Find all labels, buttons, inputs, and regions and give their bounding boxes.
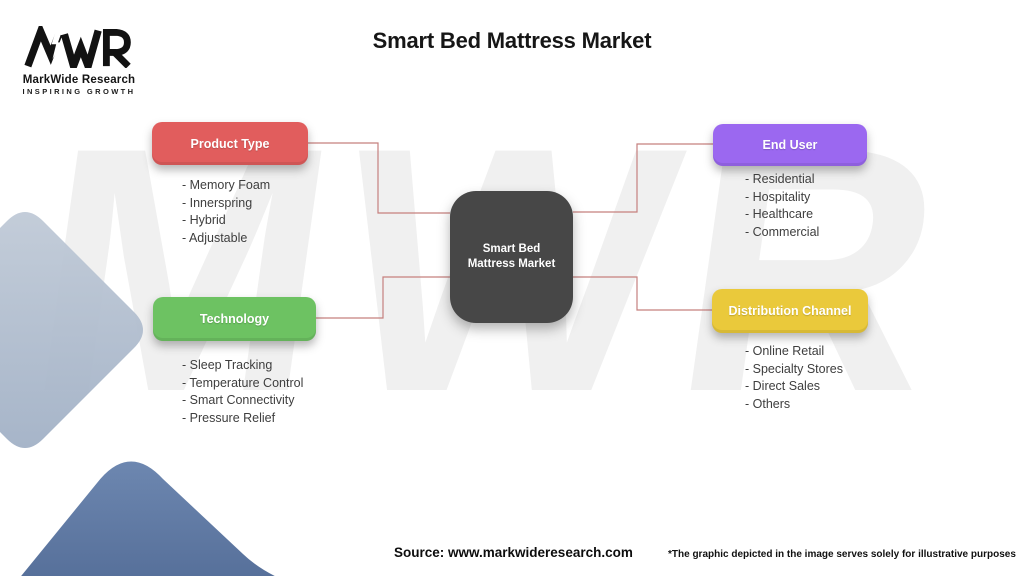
branch-box-product-type: Product Type (152, 122, 308, 165)
list-item: - Residential (745, 172, 815, 186)
center-node: Smart Bed Mattress Market (450, 191, 573, 323)
connector-product-type (308, 142, 450, 214)
mwr-monogram-icon (24, 21, 131, 78)
logo-tagline-text: INSPIRING GROWTH (22, 87, 136, 96)
logo-brand-text: MarkWide Research (22, 74, 136, 86)
list-item: - Temperature Control (182, 375, 304, 390)
branch-label: End User (762, 138, 818, 152)
page-title: Smart Bed Mattress Market (372, 28, 652, 53)
list-item: - Hospitality (745, 189, 811, 204)
list-item: - Pressure Relief (182, 410, 276, 425)
list-item: - Hybrid (182, 213, 226, 227)
list-item: - Healthcare (745, 207, 814, 221)
item-list-product-type: - Memory Foam - Innerspring - Hybrid - Adju… (182, 177, 270, 247)
item-list-technology: - Sleep Tracking - Temperature Control - S… (182, 357, 303, 427)
list-item: - Smart Connectivity (182, 393, 295, 407)
list-item: - Innerspring (182, 195, 253, 210)
list-item: - Others (745, 396, 791, 411)
list-item: - Direct Sales (745, 379, 821, 393)
light-diamond-shape (0, 212, 143, 448)
center-node-label: Smart Bed Mattress Market (467, 243, 556, 270)
list-item: - Adjustable (182, 230, 248, 245)
item-list-distribution-channel: - Online Retail - Specialty Stores - Direc… (745, 343, 843, 413)
branch-label: Distribution Channel (728, 304, 852, 318)
list-item: - Sleep Tracking (182, 358, 273, 372)
item-list-end-user: - Residential - Hospitality - Healthcare - … (745, 171, 819, 241)
list-item: - Online Retail (745, 344, 825, 358)
connector-technology (316, 276, 450, 319)
connector-end-user (573, 143, 713, 213)
list-item: - Memory Foam (182, 178, 271, 192)
list-item: - Commercial (745, 224, 820, 239)
branch-box-technology: Technology (153, 297, 316, 341)
markwide-research-logo: MarkWide Research INSPIRING GROWTH (20, 21, 138, 96)
branch-label: Product Type (190, 136, 270, 151)
disclaimer-text: *The graphic depicted in the image serve… (668, 549, 1016, 560)
branch-label: Technology (199, 312, 270, 326)
connector-distribution-channel (573, 276, 712, 311)
branch-box-end-user: End User (713, 124, 867, 166)
blue-wedge-shape (21, 461, 275, 576)
source-text: Source: www.markwideresearch.com (394, 545, 633, 560)
branch-box-distribution-channel: Distribution Channel (712, 289, 868, 333)
list-item: - Specialty Stores (745, 361, 843, 376)
